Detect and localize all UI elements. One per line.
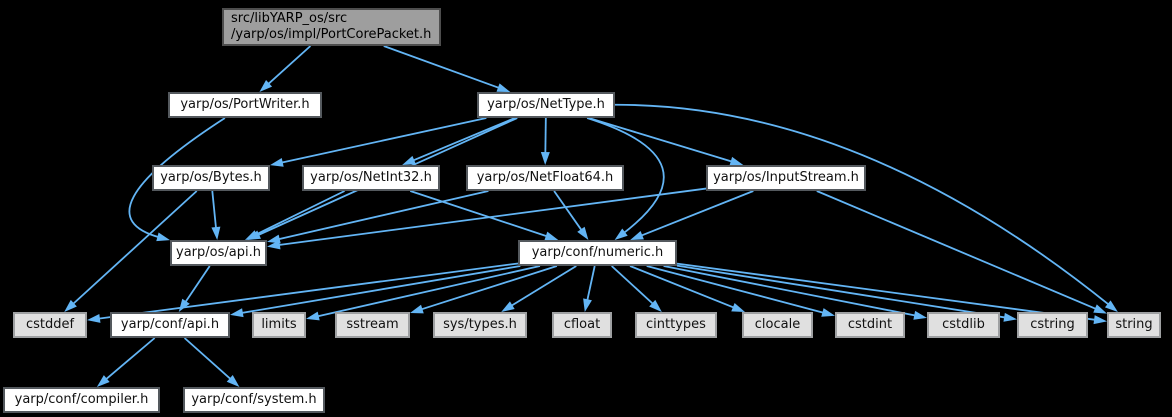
arrowhead-numeric-sstream: [410, 304, 424, 314]
node-inputstream[interactable]: yarp/os/InputStream.h: [706, 165, 866, 191]
edge-portcorepacket-nettype: [383, 45, 502, 90]
arrowhead-netfloat64-numeric: [577, 226, 589, 240]
arrowhead-numeric-confapi: [230, 308, 244, 318]
edge-portcorepacket-portwriter: [266, 45, 312, 86]
arrowhead-portcorepacket-portwriter: [259, 79, 273, 92]
edge-numeric-string: [676, 262, 1098, 321]
node-cfloat: cfloat: [552, 312, 612, 338]
edge-netint32-numeric: [409, 190, 550, 238]
arrowhead-numeric-cfloat: [583, 298, 592, 312]
edge-numeric-cfloat: [586, 265, 596, 303]
edge-numeric-confapi: [239, 265, 521, 315]
edge-portwriter-osapi: [128, 117, 226, 239]
arrowhead-nettype-inputstream: [729, 156, 744, 166]
node-clocale: clocale: [742, 312, 813, 338]
edge-confapi-system: [183, 337, 233, 382]
node-osapi[interactable]: yarp/os/api.h: [170, 240, 267, 266]
node-cinttypes: cinttypes: [635, 312, 717, 338]
arrowhead-inputstream-osapi: [267, 240, 281, 250]
node-cstdlib: cstdlib: [927, 312, 1000, 338]
arrowhead-numeric-cinttypes: [649, 299, 662, 312]
arrowhead-nettype-bytes: [270, 157, 284, 167]
edge-numeric-clocale: [629, 265, 737, 310]
arrowhead-portcorepacket-nettype: [496, 83, 511, 92]
node-system[interactable]: yarp/conf/system.h: [183, 387, 325, 413]
arrowhead-bytes-osapi: [211, 226, 221, 240]
edge-osapi-confapi: [183, 265, 211, 305]
arrowhead-bytes-cstddef: [64, 299, 77, 312]
arrowhead-numeric-cstring: [1003, 312, 1017, 322]
edge-inputstream-numeric: [639, 190, 754, 238]
arrowhead-inputstream-string: [1093, 304, 1107, 314]
edge-numeric-sstream: [419, 265, 558, 311]
edge-numeric-cstring: [676, 264, 1008, 319]
edge-bytes-cstddef: [71, 190, 198, 306]
edge-numeric-systypes: [509, 265, 577, 308]
arrowhead-numeric-cstddef: [87, 313, 101, 323]
node-netfloat64[interactable]: yarp/os/NetFloat64.h: [466, 165, 624, 191]
edge-numeric-cstdint: [646, 265, 826, 315]
edge-netint32-osapi: [253, 190, 345, 237]
node-portwriter[interactable]: yarp/os/PortWriter.h: [168, 92, 322, 118]
node-nettype[interactable]: yarp/os/NetType.h: [477, 92, 615, 118]
edge-numeric-cstddef: [96, 262, 519, 320]
edge-netfloat64-osapi: [276, 190, 489, 241]
edge-nettype-inputstream: [588, 117, 734, 163]
arrowhead-nettype-string: [1104, 300, 1118, 312]
arrowhead-netint32-osapi: [244, 230, 259, 240]
node-netint32[interactable]: yarp/os/NetInt32.h: [302, 165, 440, 191]
arrowhead-numeric-cstdint: [821, 308, 835, 317]
edge-numeric-cstdlib: [663, 265, 918, 317]
edge-nettype-bytes: [279, 117, 487, 164]
edge-numeric-cinttypes: [611, 265, 656, 306]
edge-confapi-compiler: [103, 337, 156, 382]
arrowhead-portwriter-osapi: [156, 232, 170, 242]
edge-nettype-netfloat64: [544, 117, 547, 156]
edge-inputstream-string: [816, 190, 1099, 311]
arrowhead-inputstream-numeric: [630, 231, 644, 240]
edge-inputstream-osapi: [276, 187, 707, 247]
arrowhead-netfloat64-osapi: [267, 234, 281, 244]
edge-nettype-netint32: [411, 117, 516, 162]
arrowhead-nettype-numeric: [614, 228, 628, 240]
arrowhead-numeric-string: [1093, 315, 1107, 325]
arrowhead-netint32-numeric: [544, 231, 559, 241]
node-confapi[interactable]: yarp/conf/api.h: [110, 312, 230, 338]
edge-bytes-osapi: [211, 190, 218, 231]
arrowhead-nettype-netint32: [402, 155, 416, 165]
arrowhead-numeric-systypes: [501, 301, 515, 312]
arrowhead-numeric-cstdlib: [913, 310, 927, 320]
node-cstdint: cstdint: [835, 312, 905, 338]
node-cstddef: cstddef: [13, 312, 87, 338]
node-string: string: [1107, 312, 1161, 338]
node-compiler[interactable]: yarp/conf/compiler.h: [3, 387, 160, 413]
node-bytes[interactable]: yarp/os/Bytes.h: [152, 165, 270, 191]
arrowhead-confapi-system: [226, 374, 240, 387]
arrowhead-osapi-confapi: [178, 298, 190, 312]
edge-nettype-string: [614, 103, 1111, 307]
arrowhead-nettype-netfloat64: [540, 151, 550, 165]
arrowhead-numeric-clocale: [731, 302, 745, 312]
node-systypes: sys/types.h: [433, 312, 527, 338]
node-sstream: sstream: [335, 312, 410, 338]
node-cstring: cstring: [1017, 312, 1088, 338]
node-limits: limits: [252, 312, 306, 338]
edge-netfloat64-numeric: [553, 190, 584, 233]
node-numeric[interactable]: yarp/conf/numeric.h: [518, 240, 677, 266]
edge-nettype-numeric: [586, 117, 665, 235]
node-portcorepacket: src/libYARP_os/src /yarp/os/impl/PortCor…: [222, 8, 441, 46]
arrowhead-confapi-compiler: [96, 375, 110, 387]
edge-numeric-limits: [315, 265, 541, 318]
arrowhead-numeric-limits: [306, 311, 320, 321]
